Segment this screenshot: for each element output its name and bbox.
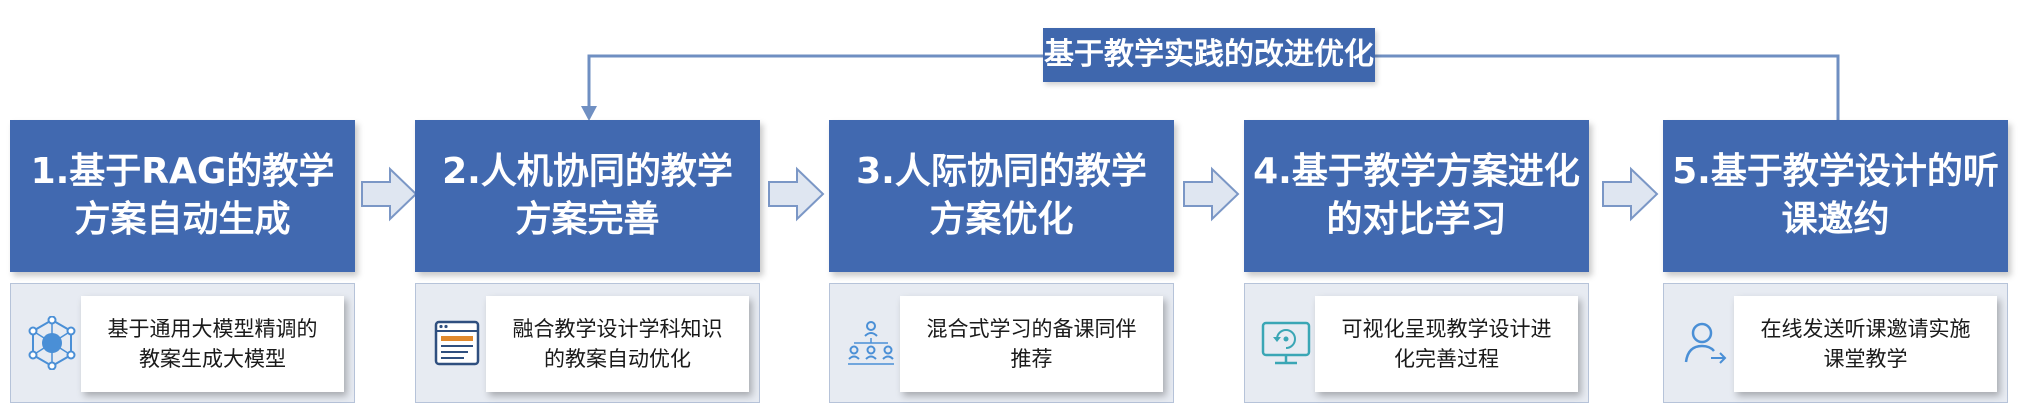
step-title: 3.人际协同的教学 方案优化 (829, 120, 1174, 272)
step-2: 2.人机协同的教学 方案完善 融合教学设计学科知识 的教案自动优化 (415, 120, 760, 410)
description-line: 在线发送听课邀请实施 (1760, 317, 1971, 341)
step-panel: 融合教学设计学科知识 的教案自动优化 (415, 283, 760, 403)
step-panel: 在线发送听课邀请实施 课堂教学 (1663, 283, 2008, 403)
monitor-cycle-icon (1261, 321, 1311, 365)
step-title-line: 的对比学习 (1326, 199, 1507, 240)
step-panel: 可视化呈现教学设计进 化完善过程 (1244, 283, 1589, 403)
step-5: 5.基于教学设计的听 课邀约 在线发送听课邀请实施 课堂教学 (1663, 120, 2008, 410)
step-title: 5.基于教学设计的听 课邀约 (1663, 120, 2008, 272)
description-line: 可视化呈现教学设计进 (1341, 317, 1552, 341)
right-arrow-icon (1602, 166, 1659, 222)
step-title-line: 方案自动生成 (74, 199, 291, 240)
llm-network-icon (28, 316, 76, 370)
step-1: 1.基于RAG的教学 方案自动生成 基于通用大模型精调的 (10, 120, 355, 410)
step-title-line: 4.基于教学方案进化 (1253, 151, 1580, 192)
step-title-line: 方案优化 (929, 199, 1074, 240)
step-3: 3.人际协同的教学 方案优化 混合式学习的备课同伴 推荐 (829, 120, 1174, 410)
description-card: 可视化呈现教学设计进 化完善过程 (1315, 296, 1578, 392)
step-title-line: 课邀约 (1781, 199, 1890, 240)
feedback-label: 基于教学实践的改进优化 (1043, 28, 1375, 82)
description-line: 化完善过程 (1394, 347, 1499, 371)
step-title-line: 1.基于RAG的教学 (30, 151, 335, 192)
description-line: 教案生成大模型 (139, 347, 286, 371)
description-card: 在线发送听课邀请实施 课堂教学 (1734, 296, 1997, 392)
step-title: 4.基于教学方案进化 的对比学习 (1244, 120, 1589, 272)
right-arrow-icon (1183, 166, 1240, 222)
document-window-icon (434, 320, 480, 366)
description-card: 混合式学习的备课同伴 推荐 (900, 296, 1163, 392)
description-line: 的教案自动优化 (544, 347, 691, 371)
description-line: 混合式学习的备课同伴 (926, 317, 1137, 341)
step-panel: 混合式学习的备课同伴 推荐 (829, 283, 1174, 403)
description-card: 融合教学设计学科知识 的教案自动优化 (486, 296, 749, 392)
description-line: 推荐 (1010, 347, 1053, 371)
step-panel: 基于通用大模型精调的 教案生成大模型 (10, 283, 355, 403)
right-arrow-icon (361, 166, 418, 222)
description-line: 基于通用大模型精调的 (107, 317, 318, 341)
description-line: 课堂教学 (1823, 347, 1908, 371)
description-line: 融合教学设计学科知识 (512, 317, 723, 341)
step-title-line: 方案完善 (515, 199, 660, 240)
step-title: 2.人机协同的教学 方案完善 (415, 120, 760, 272)
step-title-line: 3.人际协同的教学 (856, 151, 1147, 192)
step-4: 4.基于教学方案进化 的对比学习 可视化呈现教学设计进 化完善过程 (1244, 120, 1589, 410)
right-arrow-icon (768, 166, 825, 222)
step-title-line: 2.人机协同的教学 (442, 151, 733, 192)
step-title-line: 5.基于教学设计的听 (1672, 151, 1999, 192)
user-invite-icon (1684, 322, 1727, 364)
step-title: 1.基于RAG的教学 方案自动生成 (10, 120, 355, 272)
description-card: 基于通用大模型精调的 教案生成大模型 (81, 296, 344, 392)
people-hierarchy-icon (848, 321, 894, 365)
